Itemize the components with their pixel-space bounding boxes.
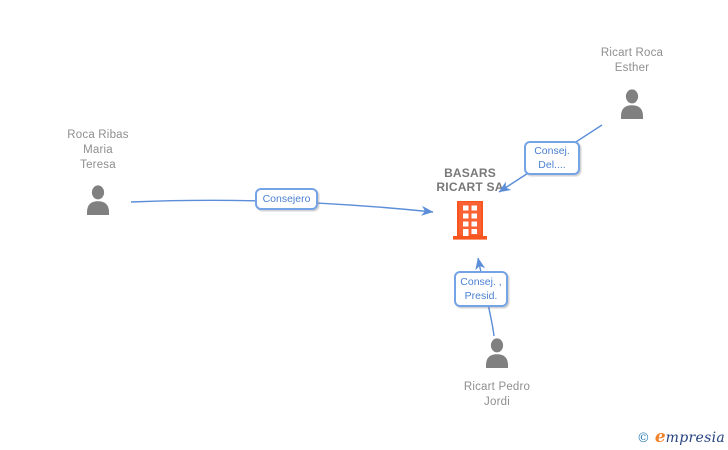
edge-label-consejero-presidente[interactable]: Consej. , Presid. — [454, 271, 508, 307]
person-node-ricart-pedro-jordi[interactable]: Ricart Pedro Jordi — [447, 338, 547, 410]
person-node-roca-ribas-maria-teresa[interactable]: Roca Ribas Maria Teresa — [48, 128, 148, 220]
edge-label-consejero-delegado[interactable]: Consej. Del.... — [524, 141, 580, 175]
edge-label-consejero[interactable]: Consejero — [255, 188, 318, 210]
person-node-ricart-roca-esther[interactable]: Ricart Roca Esther — [582, 46, 682, 124]
building-icon — [420, 200, 520, 245]
person-name-line: Roca Ribas — [67, 129, 129, 141]
person-name: Ricart Pedro Jordi — [447, 380, 547, 410]
person-name-line: Jordi — [484, 396, 510, 408]
company-node-basars-ricart-sa[interactable]: BASARS RICART SA — [420, 166, 520, 245]
person-name-line: Ricart Pedro — [463, 381, 531, 393]
empresia-logo-text: mpresia — [665, 430, 725, 446]
edge-label-text: Presid. — [464, 290, 498, 302]
person-name: Ricart Roca Esther — [582, 46, 682, 76]
company-name: BASARS RICART SA — [420, 166, 520, 194]
company-name-line: BASARS — [444, 166, 496, 180]
company-name-line: RICART SA — [436, 180, 504, 194]
person-silhouette-icon — [582, 89, 682, 124]
person-name-line: Esther — [614, 62, 650, 74]
copyright-icon: © — [636, 431, 650, 446]
person-name-line: Maria — [83, 144, 113, 156]
person-name-line: Teresa — [80, 159, 116, 171]
edge-label-text: Consej. — [534, 145, 570, 157]
person-name: Roca Ribas Maria Teresa — [48, 128, 148, 173]
edge-label-text: Consej. , — [460, 276, 502, 288]
edge-label-text: Consejero — [262, 193, 311, 205]
person-name-line: Ricart Roca — [600, 47, 664, 59]
empresia-logo-initial: e — [654, 427, 666, 447]
person-silhouette-icon — [48, 185, 148, 220]
edge-label-text: Del.... — [538, 159, 566, 171]
empresia-logo[interactable]: © e mpresia — [637, 427, 725, 447]
person-silhouette-icon — [447, 338, 547, 373]
